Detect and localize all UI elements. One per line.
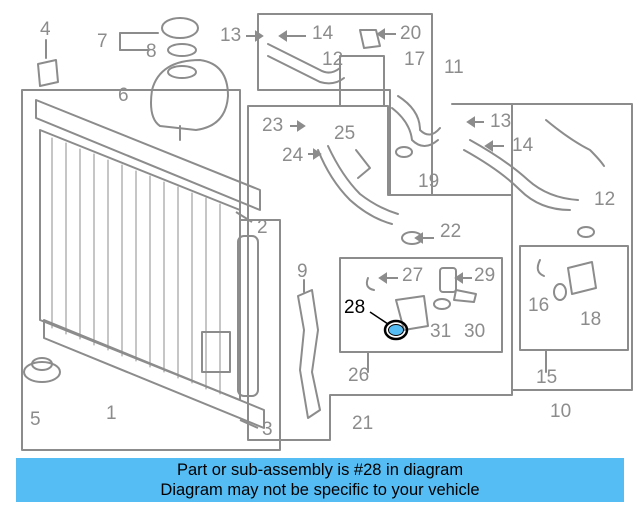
callout-29: 29: [474, 265, 496, 286]
callout-14a: 14: [312, 23, 334, 44]
callout-19: 19: [418, 171, 440, 192]
callout-9: 9: [297, 261, 308, 282]
callout-leader-28: [369, 311, 389, 325]
info-banner: Part or sub-assembly is #28 in diagram D…: [16, 458, 624, 502]
callout-18: 18: [580, 309, 602, 330]
callout-31: 31: [430, 321, 452, 342]
callout-17: 17: [404, 49, 426, 70]
callout-27: 27: [402, 265, 424, 286]
callout-28-highlighted: 28: [344, 297, 366, 318]
hose-lower: [463, 149, 571, 211]
cap-seal-ring: [167, 43, 197, 57]
radiator-group-outline: [21, 89, 281, 451]
reservoir-cap: [161, 17, 199, 39]
callout-13b: 13: [490, 111, 512, 132]
callout-6: 6: [118, 85, 129, 106]
radiator-top-bar: [35, 99, 261, 211]
pipe-fitting: [395, 295, 429, 331]
callout-12b: 12: [594, 189, 616, 210]
callout-24: 24: [282, 145, 304, 166]
air-guide: [297, 289, 321, 419]
callout-13a: 13: [220, 25, 242, 46]
parts-diagram: [21, 13, 633, 451]
callout-3: 3: [262, 419, 273, 440]
fan-control-module: [201, 331, 231, 373]
hose-group-21-outline: [247, 105, 513, 441]
callout-8: 8: [146, 41, 157, 62]
bushing: [23, 361, 61, 383]
callout-12a: 12: [322, 49, 344, 70]
subgroup-26-outline: [339, 257, 503, 353]
callout-23: 23: [262, 115, 284, 136]
banner-line-1: Part or sub-assembly is #28 in diagram: [176, 461, 464, 479]
callout-25: 25: [334, 123, 356, 144]
callout-20: 20: [400, 23, 422, 44]
callout-5: 5: [30, 409, 41, 430]
callout-7: 7: [97, 31, 108, 52]
banner-line-2: Diagram may not be specific to your vehi…: [160, 481, 480, 499]
radiator-bottom-bar: [43, 319, 265, 429]
bracket: [37, 59, 59, 87]
callout-2: 2: [257, 217, 268, 238]
radiator-right-tank: [237, 235, 259, 397]
o-ring-part-28: [383, 319, 409, 341]
callout-26: 26: [348, 365, 370, 386]
callout-30: 30: [464, 321, 486, 342]
callout-21: 21: [352, 413, 374, 434]
callout-11: 11: [444, 57, 464, 78]
callout-10: 10: [550, 401, 572, 422]
radiator-fins: [51, 137, 221, 395]
subgroup-15-outline: [519, 245, 629, 351]
hose-upper: [267, 43, 341, 74]
callout-15: 15: [536, 367, 558, 388]
callout-1: 1: [106, 403, 117, 424]
callout-14b: 14: [512, 135, 534, 156]
hose-middle: [317, 149, 393, 225]
callout-16: 16: [528, 295, 550, 316]
expansion-tank: [150, 59, 229, 131]
callout-4: 4: [40, 19, 51, 40]
callout-22: 22: [440, 221, 462, 242]
hose-group-10-outline: [451, 103, 633, 391]
